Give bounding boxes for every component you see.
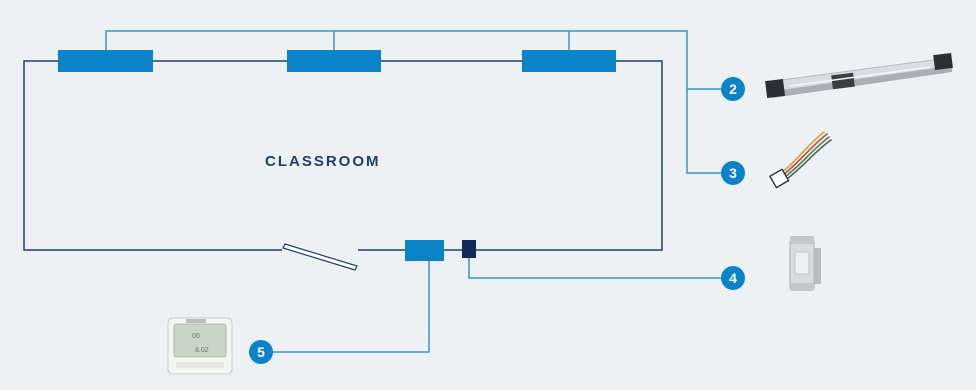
sensor-wire [469,258,722,278]
svg-text:2: 2 [729,81,737,97]
badge-3: 3 [721,161,745,185]
sensor-unit [462,240,476,258]
svg-text:00: 00 [192,333,200,340]
svg-text:8.02: 8.02 [195,347,209,354]
din-rail-module-icon [790,236,821,291]
window-actuator-3 [522,50,616,72]
badge-2: 2 [721,77,745,101]
window-actuator-2 [287,50,381,72]
window-actuator-icon [765,53,953,98]
thermostat-icon: 00 8.02 [168,318,232,374]
svg-text:5: 5 [257,344,265,360]
door-icon [283,244,357,270]
badge-5: 5 [249,340,273,364]
badge-4: 4 [721,266,745,290]
thermostat-wire [272,261,429,352]
svg-text:3: 3 [729,165,737,181]
window-actuator-1 [58,50,153,72]
svg-text:4: 4 [729,270,737,286]
actuator-bus-wire [106,31,722,173]
wiring-harness-icon [770,132,831,188]
room-label: CLASSROOM [265,153,381,170]
controller-unit [405,240,444,261]
